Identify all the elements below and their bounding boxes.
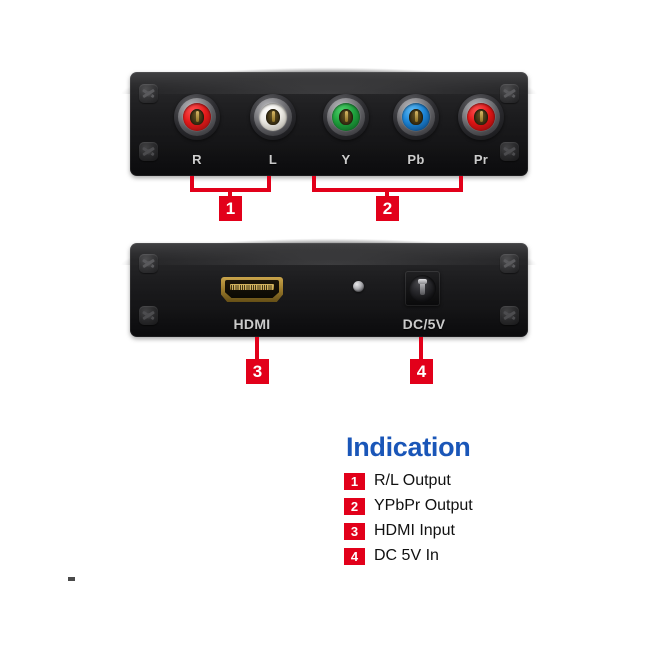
screw-front-bottom-right xyxy=(500,142,519,161)
callout-number-3: 3 xyxy=(246,359,269,384)
legend-item-1: 1 R/L Output xyxy=(344,470,594,492)
callout-2-stem-left xyxy=(312,176,316,192)
legend-label-2: YPbPr Output xyxy=(374,497,473,514)
rca-center-pin xyxy=(414,111,418,122)
dc-jack-post-cap xyxy=(418,279,427,284)
screw-rear-top-left xyxy=(139,254,158,273)
hdmi-pins xyxy=(231,284,273,290)
rca-center-pin xyxy=(195,111,199,122)
power-led xyxy=(353,281,364,292)
port-label-l: L xyxy=(268,152,278,167)
legend-item-2: 2 YPbPr Output xyxy=(344,495,594,517)
rear-panel-device: HDMI DC/5V xyxy=(114,231,544,337)
dc-jack-post xyxy=(420,280,425,295)
port-label-pr: Pr xyxy=(473,152,489,167)
legend-label-1: R/L Output xyxy=(374,472,451,489)
front-panel-device: R L Y Pb Pr xyxy=(114,60,544,176)
callout-1-stem-right xyxy=(267,176,271,192)
rca-jack-r[interactable] xyxy=(174,94,220,140)
port-label-dc5v: DC/5V xyxy=(402,316,446,332)
port-label-y: Y xyxy=(341,152,351,167)
screw-front-top-right xyxy=(500,84,519,103)
legend-number-1: 1 xyxy=(344,472,365,490)
callout-1-drop xyxy=(228,188,232,198)
screw-front-bottom-left xyxy=(139,142,158,161)
rca-jack-l[interactable] xyxy=(250,94,296,140)
screw-rear-bottom-left xyxy=(139,306,158,325)
port-label-pb: Pb xyxy=(407,152,425,167)
legend-item-3: 3 HDMI Input xyxy=(344,520,594,542)
indication-legend: Indication 1 R/L Output 2 YPbPr Output 3… xyxy=(344,432,594,570)
callout-4-stem xyxy=(419,337,423,361)
screw-rear-top-right xyxy=(500,254,519,273)
callout-number-4: 4 xyxy=(410,359,433,384)
legend-label-4: DC 5V In xyxy=(374,547,439,564)
rca-jack-pb[interactable] xyxy=(393,94,439,140)
legend-number-3: 3 xyxy=(344,522,365,540)
callout-2-stem-right xyxy=(459,176,463,192)
chassis-edge xyxy=(130,243,528,337)
screw-front-top-left xyxy=(139,84,158,103)
callout-2-drop xyxy=(385,188,389,198)
scan-artifact-speck xyxy=(68,577,75,581)
rca-center-pin xyxy=(271,111,275,122)
callout-number-1: 1 xyxy=(219,196,242,221)
dc-power-jack[interactable] xyxy=(405,271,440,306)
rca-center-pin xyxy=(479,111,483,122)
callout-3-stem xyxy=(255,337,259,361)
callout-1-stem-left xyxy=(190,176,194,192)
chassis-top-arch xyxy=(114,231,544,265)
chassis-top-arch xyxy=(114,60,544,94)
legend-label-3: HDMI Input xyxy=(374,522,455,539)
legend-title: Indication xyxy=(346,432,471,462)
port-label-r: R xyxy=(192,152,202,167)
legend-number-2: 2 xyxy=(344,497,365,515)
callout-number-2: 2 xyxy=(376,196,399,221)
rca-jack-pr[interactable] xyxy=(458,94,504,140)
screw-rear-bottom-right xyxy=(500,306,519,325)
legend-number-4: 4 xyxy=(344,547,365,565)
rca-jack-y[interactable] xyxy=(323,94,369,140)
legend-item-4: 4 DC 5V In xyxy=(344,545,594,567)
hdmi-port[interactable] xyxy=(221,277,283,302)
port-label-hdmi: HDMI xyxy=(233,316,271,332)
chassis-gloss xyxy=(130,243,528,337)
rca-center-pin xyxy=(344,111,348,122)
